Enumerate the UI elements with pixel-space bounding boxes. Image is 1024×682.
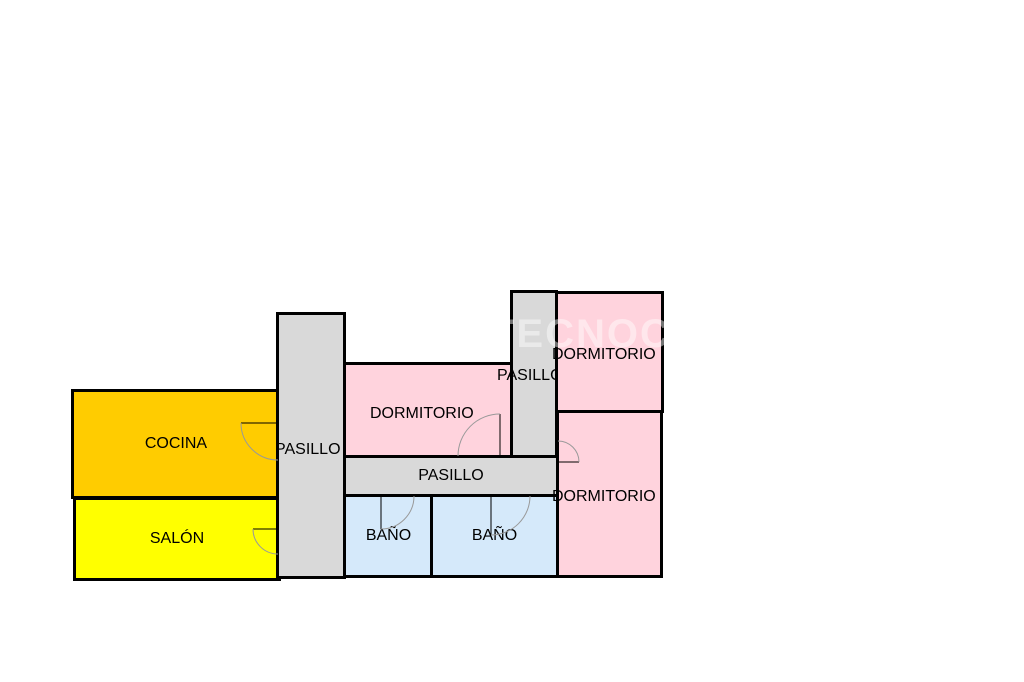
room-label-cocina: COCINA bbox=[144, 435, 208, 452]
room-salon: SALÓN bbox=[73, 497, 281, 581]
room-dormitorio-bottom-right bbox=[556, 410, 663, 578]
room-bano-right: BAÑO bbox=[430, 494, 559, 578]
room-label-pasillo-right: PASILLO bbox=[497, 367, 563, 384]
room-label-salon: SALÓN bbox=[149, 530, 205, 547]
room-label-dormitorio-top-right: DORMITORIO bbox=[552, 346, 656, 363]
room-label-dormitorio-center: DORMITORIO bbox=[370, 405, 474, 422]
room-label-bano-left: BAÑO bbox=[365, 527, 412, 544]
room-dormitorio-top-right bbox=[555, 291, 664, 413]
room-label-pasillo-main: PASILLO bbox=[275, 441, 341, 458]
room-label-bano-right: BAÑO bbox=[471, 527, 518, 544]
room-bano-left: BAÑO bbox=[343, 494, 434, 578]
room-cocina: COCINA bbox=[71, 389, 281, 499]
room-pasillo-main: PASILLO bbox=[275, 312, 346, 579]
room-label-dormitorio-bottom-right: DORMITORIO bbox=[552, 488, 656, 505]
room-pasillo-horizontal: PASILLO bbox=[343, 455, 559, 497]
room-label-pasillo-horizontal: PASILLO bbox=[418, 467, 484, 484]
room-dormitorio-center: DORMITORIO bbox=[343, 362, 515, 458]
